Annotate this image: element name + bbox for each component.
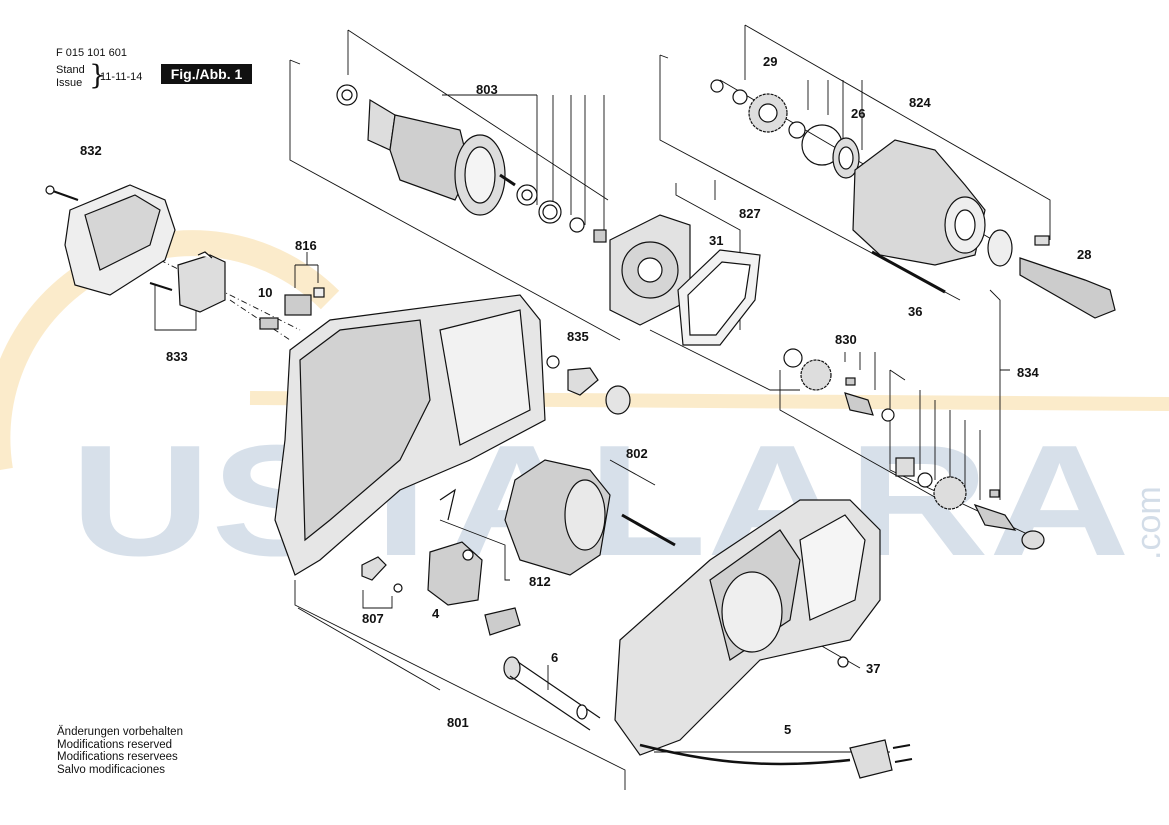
part-824-gear-housing [852,139,986,266]
part-motor-housing [274,294,546,576]
callout-812: 812 [529,574,551,589]
part-flange-plate [609,214,691,326]
part-830-gears [783,348,895,422]
callout-4: 4 [432,606,440,621]
callout-835: 835 [567,329,589,344]
part-812-clip [439,488,456,521]
watermark-suffix: .com [1130,486,1168,560]
callout-labels: 803 29 26 824 832 827 31 816 28 10 36 83… [80,54,1091,737]
callout-29: 29 [763,54,777,69]
document-number: F 015 101 601 [56,47,127,59]
part-brush-holder [149,251,226,313]
callout-6: 6 [551,650,558,665]
part-31-gasket [677,249,761,346]
part-816-carbon-brushes [284,287,325,316]
part-29-gear [710,79,843,166]
part-834-gears [895,457,1045,550]
part-803-armature [336,84,607,243]
modification-notes: Änderungen vorbehalten Modifications res… [57,726,183,776]
callout-832: 832 [80,143,102,158]
note-es: Salvo modificaciones [57,763,166,776]
parts [45,79,1116,779]
callout-10: 10 [258,285,272,300]
callout-28: 28 [1077,247,1091,262]
part-4-switch [427,541,521,636]
callout-830: 830 [835,332,857,347]
part-5-power-cable [639,739,913,779]
callout-26: 26 [851,106,865,121]
callout-834: 834 [1017,365,1039,380]
part-801-handle-housing [614,499,881,756]
callout-801: 801 [447,715,469,730]
brace-icon: } [89,60,107,91]
callout-827: 827 [739,206,761,221]
part-835 [546,355,631,415]
part-832-brush-cover [45,184,176,296]
part-802-stator [504,459,676,576]
callout-5: 5 [784,722,791,737]
part-36-screw [871,250,946,294]
figure-badge: Fig./Abb. 1 [161,64,252,84]
part-26-bearing [832,137,860,179]
part-10 [259,317,279,330]
stand-label: Stand [56,64,85,76]
callout-816: 816 [295,238,317,253]
callout-37: 37 [866,661,880,676]
callout-824: 824 [909,95,931,110]
part-807-cable-clamp [361,556,403,593]
callout-31: 31 [709,233,723,248]
callout-36: 36 [908,304,922,319]
callout-802: 802 [626,446,648,461]
issue-label: Issue [56,77,83,89]
part-28-spindle [987,229,1116,319]
part-6-side-handle [503,656,601,731]
issue-date: 11-11-14 [100,71,143,83]
leader-lines [154,24,1051,790]
callout-807: 807 [362,611,384,626]
note-de: Änderungen vorbehalten [57,726,183,738]
callout-833: 833 [166,349,188,364]
note-en: Modifications reserved [57,738,173,751]
callout-803: 803 [476,82,498,97]
note-fr: Modifications reservees [57,751,178,763]
